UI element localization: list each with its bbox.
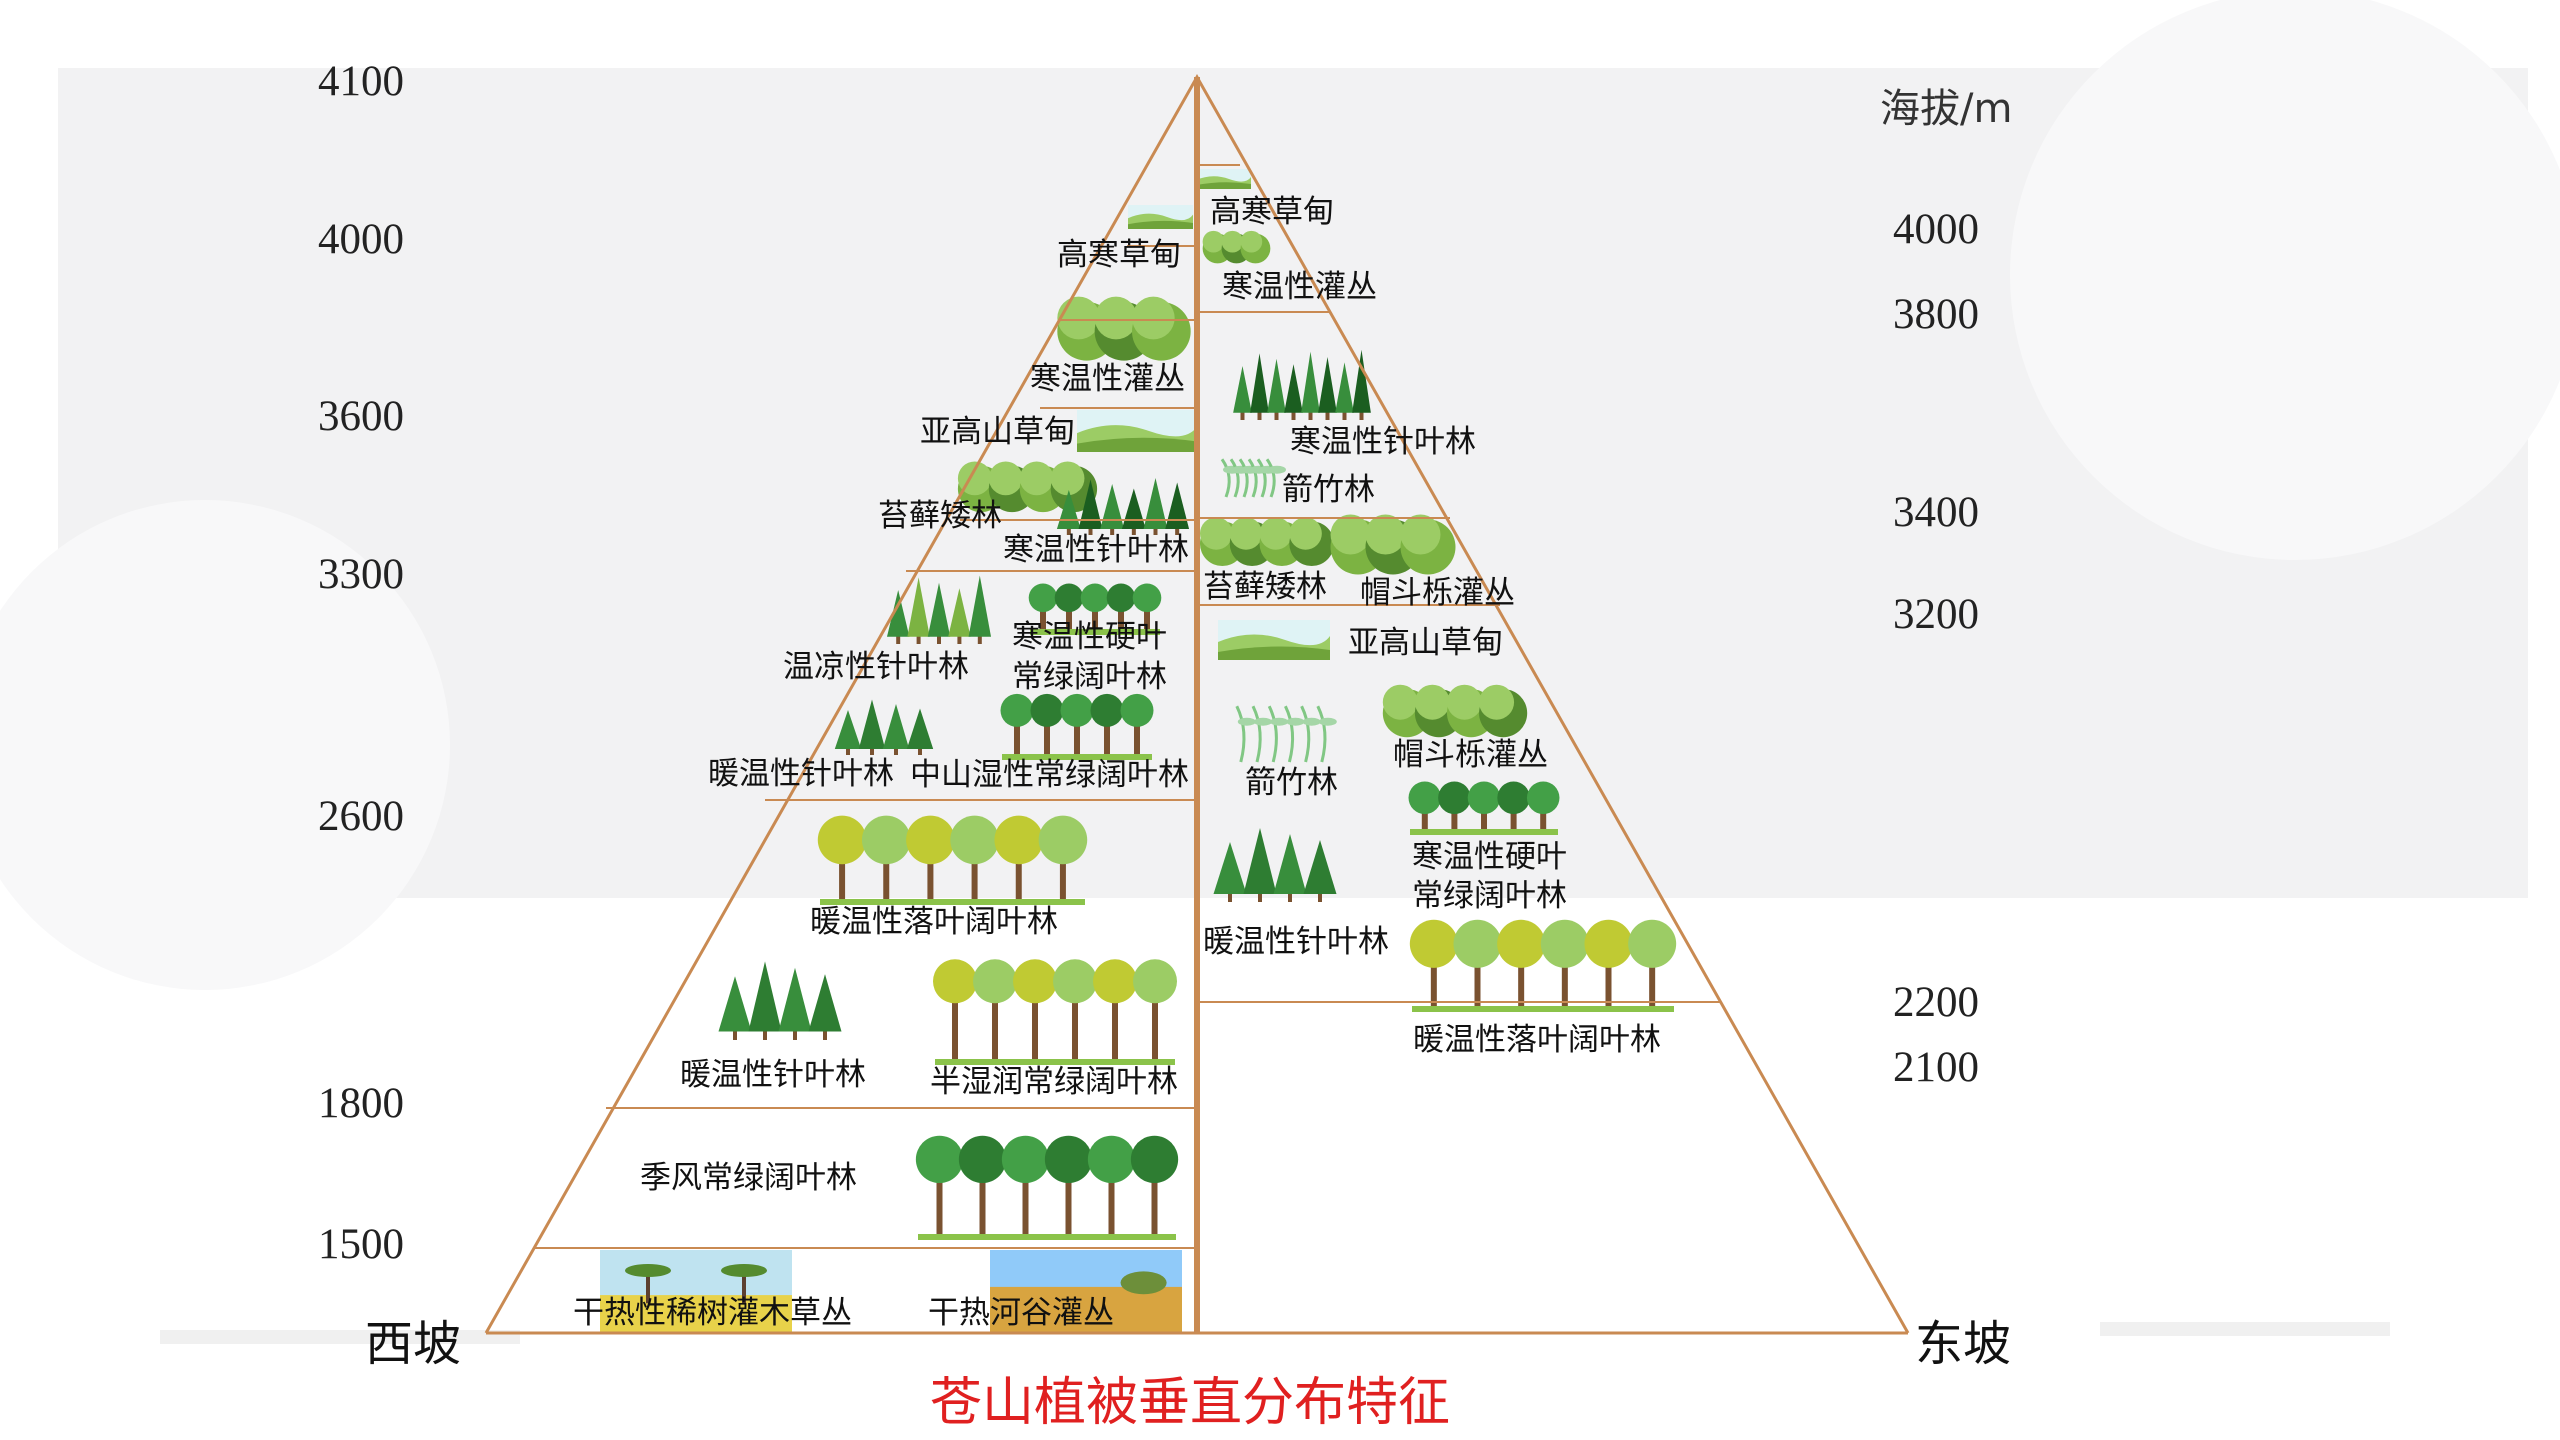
west-zone-label: 常绿阔叶林: [1012, 659, 1167, 695]
east-zone-label: 常绿阔叶林: [1412, 878, 1567, 914]
altitude-unit-label: 海拔/m: [1880, 86, 2012, 132]
east-altitude-tick: 2100: [1893, 1044, 1979, 1091]
west-zone-label: 亚高山草甸: [920, 414, 1075, 450]
east-zone-label: 苔藓矮林: [1203, 569, 1327, 605]
bamboo-icon: [1220, 458, 1286, 498]
west-slope-label: 西坡: [365, 1316, 461, 1372]
broadleaf-icon: [1408, 781, 1560, 835]
broadleaf-icon: [915, 1135, 1179, 1240]
east-zone-label: 箭竹林: [1282, 472, 1375, 508]
east-altitude-tick: 4000: [1893, 206, 1979, 253]
east-zone-label: 高寒草甸: [1210, 194, 1334, 230]
meadow-icon: [1077, 410, 1197, 452]
west-zone-label: 暖温性针叶林: [708, 756, 894, 792]
zone-boundaries: [533, 164, 1720, 1249]
east-zone-label: 寒温性硬叶: [1412, 839, 1567, 875]
east-slope-label: 东坡: [1915, 1316, 2011, 1372]
east-zone-label: 寒温性灌丛: [1222, 269, 1377, 305]
east-zone-label: 帽斗栎灌丛: [1360, 575, 1515, 611]
background-strip: [2100, 1322, 2390, 1336]
broadleaf-icon: [1028, 583, 1162, 635]
conifer-icon: [1213, 828, 1337, 902]
broadleaf-icon: [1409, 919, 1677, 1012]
shrub-icon: [1382, 684, 1528, 738]
west-zone-label: 高寒草甸: [1057, 237, 1181, 273]
west-zone-label: 暖温性落叶阔叶林: [810, 904, 1058, 940]
shrub-icon: [1202, 230, 1271, 264]
pyramid-frame: [484, 73, 1910, 1335]
east-zone-label: 箭竹林: [1245, 765, 1338, 801]
conifer-icon: [718, 961, 842, 1040]
east-altitude-tick: 3200: [1893, 591, 1979, 638]
meadow-icon: [1218, 620, 1330, 660]
conifer-icon: [886, 575, 992, 644]
east-altitude-tick: 2200: [1893, 979, 1979, 1026]
east-zone-label: 帽斗栎灌丛: [1393, 737, 1548, 773]
diagram-title: 苍山植被垂直分布特征: [930, 1373, 1450, 1433]
west-zone-label: 季风常绿阔叶林: [640, 1160, 857, 1196]
broadleaf-icon: [1000, 693, 1154, 760]
savanna-icon: [600, 1250, 792, 1332]
shrub-icon: [1330, 514, 1456, 575]
shrub-icon: [1057, 296, 1191, 361]
west-altitude-tick: 4000: [318, 216, 404, 263]
west-zone-label: 半湿润常绿阔叶林: [930, 1064, 1178, 1100]
east-zone-label: 寒温性针叶林: [1290, 424, 1476, 460]
west-zone-label: 干热河谷灌丛: [928, 1295, 1114, 1331]
west-zone-label: 温凉性针叶林: [783, 649, 969, 685]
west-altitude-tick: 1800: [318, 1080, 404, 1127]
background-circle: [2010, 0, 2560, 560]
east-zone-label: 暖温性落叶阔叶林: [1413, 1022, 1661, 1058]
west-altitude-tick: 3600: [318, 393, 404, 440]
east-altitude-tick: 3400: [1893, 489, 1979, 536]
west-zone-label: 寒温性针叶林: [1003, 532, 1189, 568]
background-strip: [160, 1330, 520, 1344]
bamboo-icon: [1235, 705, 1337, 763]
east-zone-label: 亚高山草甸: [1348, 625, 1503, 661]
broadleaf-icon: [817, 815, 1088, 905]
shrub-icon: [1199, 517, 1335, 567]
background-circle: [0, 500, 450, 990]
valley-icon: [990, 1250, 1182, 1332]
meadow-icon: [1196, 169, 1251, 189]
west-altitude-tick: 1500: [318, 1221, 404, 1268]
west-zone-label: 苔藓矮林: [878, 498, 1002, 534]
meadow-icon: [1128, 205, 1193, 229]
broadleaf-icon: [933, 959, 1177, 1065]
west-zone-label: 寒温性灌丛: [1030, 361, 1185, 397]
west-altitude-tick: 4100: [318, 58, 404, 105]
east-zone-label: 暖温性针叶林: [1203, 924, 1389, 960]
conifer-icon: [834, 699, 934, 755]
west-zone-label: 暖温性针叶林: [680, 1057, 866, 1093]
conifer-icon: [1233, 349, 1371, 420]
west-zone-label: 干热性稀树灌木草丛: [573, 1295, 852, 1331]
west-zone-label: 中山湿性常绿阔叶林: [910, 757, 1189, 793]
west-altitude-tick: 2600: [318, 793, 404, 840]
west-zone-label: 寒温性硬叶: [1012, 619, 1167, 655]
east-altitude-tick: 3800: [1893, 291, 1979, 338]
west-altitude-tick: 3300: [318, 551, 404, 598]
